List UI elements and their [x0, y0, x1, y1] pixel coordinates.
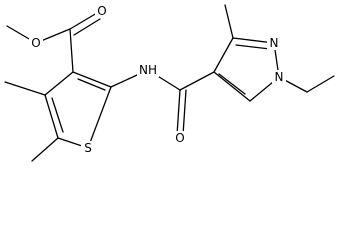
atom-thiophene-sulfur: S — [81, 141, 95, 155]
bond-ester-to-ring — [69, 28, 74, 73]
bond-carbonyl-pyrazole — [179, 71, 215, 91]
bond-amide-carbonyl-double-2 — [182, 89, 187, 136]
bond-ester-carbonyl-double — [69, 12, 98, 30]
bond-pz-c3-n2-double — [235, 44, 271, 50]
ester-carbonyl-oxygen-label: O — [97, 4, 106, 18]
bond-c3-c2-double — [77, 78, 106, 91]
bond-c4-c5-double — [51, 97, 64, 133]
bond-pz-c5-c4-double — [218, 73, 246, 95]
atom-amide-carbonyl-oxygen: O — [173, 131, 187, 145]
atom-amide-nh: NH — [137, 63, 159, 77]
bond-pz-c5-c4 — [213, 71, 251, 102]
bond-ester-carbonyl-double-2 — [73, 18, 101, 36]
ester-ether-oxygen-label: O — [31, 36, 40, 50]
thiophene-sulfur-label: S — [84, 141, 92, 155]
amide-carbonyl-oxygen-label: O — [175, 131, 184, 145]
atom-pyrazole-n1: N — [272, 70, 286, 84]
bond-c4-methyl — [4, 81, 46, 96]
bond-c5-methyl — [31, 137, 59, 162]
bond-pz-c3-methyl — [224, 4, 234, 39]
bond-pz-c4-c3 — [213, 37, 234, 73]
atom-pyrazole-n2: N — [267, 36, 281, 50]
chemical-structure: O O S NH O N N — [4, 4, 335, 162]
bond-c4-c5 — [44, 94, 59, 139]
bond-c3-c4 — [44, 71, 74, 96]
bond-s-c2 — [87, 86, 112, 149]
pyrazole-n1-label: N — [275, 70, 284, 84]
amide-nh-label: NH — [139, 63, 157, 77]
bond-c3-c2 — [72, 71, 112, 88]
pyrazole-n2-label: N — [270, 36, 279, 50]
bond-amide-carbonyl-double — [176, 89, 181, 136]
atom-ester-ether-oxygen: O — [29, 36, 43, 50]
bond-ethyl-ch3 — [306, 75, 335, 93]
atom-labels: O O S NH O N N — [29, 4, 286, 155]
atom-ester-carbonyl-oxygen: O — [95, 4, 109, 18]
